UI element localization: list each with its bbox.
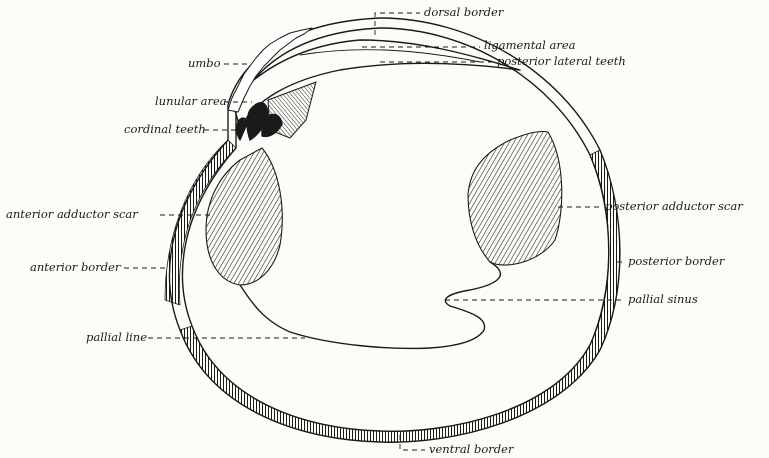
label-pallial-sinus: pallial sinus (628, 294, 698, 306)
label-posterior-adductor-scar: posterior adductor scar (605, 201, 743, 213)
label-dorsal-border: dorsal border (424, 7, 503, 19)
leader-dorsal-border (375, 13, 420, 35)
label-posterior-border: posterior border (628, 256, 724, 268)
label-pallial-line: pallial line (86, 332, 147, 344)
label-lunular-area: lunular area (155, 96, 227, 108)
label-cordinal-teeth: cordinal teeth (124, 124, 206, 136)
label-anterior-adductor-scar: anterior adductor scar (6, 209, 138, 221)
label-ventral-border: ventral border (429, 444, 513, 456)
label-ligamental-area: ligamental area (484, 40, 576, 52)
label-posterior-lateral-teeth: posterior lateral teeth (497, 56, 626, 68)
posterior-adductor-scar (468, 131, 562, 265)
pallial-line (240, 262, 500, 348)
label-anterior-border: anterior border (30, 262, 120, 274)
cardinal-tooth-3 (237, 118, 247, 140)
label-umbo: umbo (188, 58, 221, 70)
